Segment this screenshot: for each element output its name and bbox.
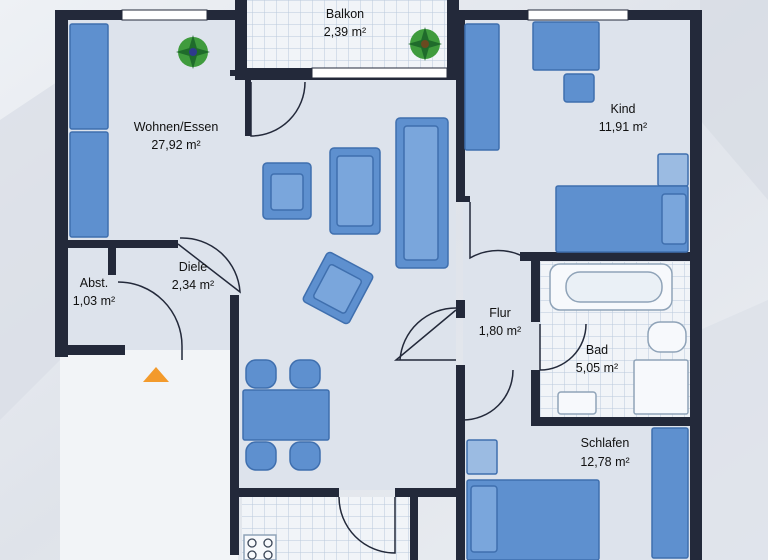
- nightstand: [466, 439, 498, 475]
- wall: [531, 252, 540, 322]
- wall: [68, 240, 178, 248]
- shower: [633, 359, 689, 415]
- burner: [263, 538, 273, 548]
- wall: [690, 10, 702, 560]
- wall: [456, 300, 465, 318]
- stove-burners: [247, 538, 273, 560]
- wall: [239, 488, 339, 497]
- room-area-diele: 2,34 m²: [172, 278, 214, 292]
- wall: [410, 497, 418, 560]
- door-balkon: [250, 81, 306, 137]
- windows: [121, 9, 629, 79]
- door-flur-left-arc: [399, 307, 457, 361]
- sideboard: [69, 131, 109, 238]
- room-name-schlafen: Schlafen: [581, 436, 630, 450]
- burner: [263, 550, 273, 560]
- door-schlafen: [462, 369, 514, 421]
- chair: [245, 359, 277, 389]
- door-abst-arc: [117, 281, 183, 360]
- wardrobe: [464, 23, 500, 151]
- window: [121, 9, 208, 21]
- bed: [555, 185, 689, 253]
- window: [311, 67, 448, 79]
- wall: [108, 240, 116, 275]
- wall: [245, 76, 251, 136]
- wall: [230, 295, 239, 555]
- armchair-seat: [270, 173, 304, 211]
- chair: [245, 441, 277, 471]
- chair: [289, 359, 321, 389]
- sink: [557, 391, 597, 415]
- plant-center: [189, 48, 197, 56]
- nightstand: [657, 153, 689, 187]
- pillow: [661, 193, 687, 245]
- wall: [395, 488, 458, 497]
- entrance-arrow-icon: [143, 367, 169, 382]
- room-name-diele: Diele: [179, 260, 208, 274]
- room-name-flur: Flur: [489, 306, 511, 320]
- plant-center: [421, 40, 429, 48]
- door-kitchen: [338, 496, 396, 554]
- room-area-balkon: 2,39 m²: [324, 25, 366, 39]
- armchair-seat: [313, 263, 363, 314]
- background-facet: [700, 300, 768, 560]
- wall: [531, 370, 540, 425]
- wall: [230, 70, 239, 76]
- room-name-wohnen: Wohnen/Essen: [134, 120, 219, 134]
- background-facet: [0, 80, 60, 420]
- chair: [289, 441, 321, 471]
- floor-abst: [68, 245, 110, 347]
- burner: [247, 538, 257, 548]
- room-area-wohnen: 27,92 m²: [151, 138, 200, 152]
- plant-icon: [176, 35, 210, 69]
- wall: [55, 345, 125, 355]
- door-kind: [469, 202, 527, 260]
- wall: [235, 0, 247, 80]
- coffee-table-top: [336, 155, 374, 227]
- dining-table: [242, 389, 330, 441]
- sofa-seat: [403, 125, 439, 261]
- room-area-abst: 1,03 m²: [73, 294, 115, 308]
- doors: [117, 81, 587, 554]
- floor-flur: [463, 260, 539, 425]
- desk: [532, 21, 600, 71]
- stove: [243, 534, 277, 560]
- door-flur-left: [393, 309, 457, 361]
- sideboard: [69, 23, 109, 130]
- wall: [55, 10, 68, 357]
- room-area-flur: 1,80 m²: [479, 324, 521, 338]
- burner: [247, 550, 257, 560]
- wall: [456, 365, 465, 560]
- room-area-kind: 11,91 m²: [599, 120, 647, 134]
- room-name-abst: Abst.: [80, 276, 109, 290]
- pillow: [470, 485, 498, 553]
- room-labels: Balkon 2,39 m² Wohnen/Essen 27,92 m² Kin…: [73, 7, 647, 469]
- background-facet: [700, 0, 768, 200]
- bathtub-basin: [565, 271, 663, 303]
- plant-icon: [408, 27, 442, 61]
- window: [527, 9, 629, 21]
- room-area-schlafen: 12,78 m²: [580, 455, 629, 469]
- room-name-kind: Kind: [610, 102, 635, 116]
- wall: [531, 417, 690, 426]
- door-diele: [177, 237, 241, 294]
- wall: [456, 20, 465, 200]
- furniture: [69, 21, 689, 560]
- bed: [466, 479, 600, 560]
- desk-chair: [563, 73, 595, 103]
- toilet: [647, 321, 687, 353]
- wall: [456, 196, 470, 202]
- wardrobe: [651, 427, 689, 559]
- door-bad: [539, 323, 587, 371]
- exterior-area: [60, 350, 238, 560]
- room-name-bad: Bad: [586, 343, 608, 357]
- room-area-bad: 5,05 m²: [576, 361, 618, 375]
- room-name-balkon: Balkon: [326, 7, 364, 21]
- wall: [520, 252, 690, 261]
